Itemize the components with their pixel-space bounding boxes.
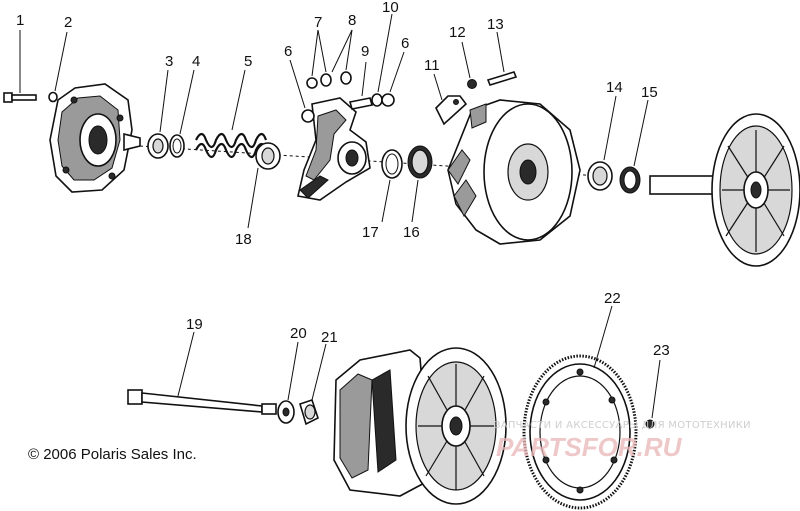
part-3-bushing bbox=[147, 69, 169, 159]
part-6-left-roller bbox=[289, 59, 315, 123]
fixed-sheave-with-shaft bbox=[649, 113, 800, 267]
part-18-roller bbox=[247, 142, 281, 229]
part-21-bushing bbox=[299, 343, 327, 426]
part-7-washers bbox=[306, 29, 332, 89]
part-2-washer bbox=[48, 31, 68, 103]
part-22-ring-gear bbox=[522, 305, 638, 510]
callout-9: 9 bbox=[361, 43, 369, 60]
callout-18: 18 bbox=[235, 231, 252, 248]
callout-20: 20 bbox=[290, 325, 307, 342]
callout-6-left: 6 bbox=[284, 43, 292, 60]
part-20-washer bbox=[277, 341, 299, 424]
part-17-ring bbox=[381, 149, 403, 223]
callout-14: 14 bbox=[606, 79, 623, 96]
callout-12: 12 bbox=[449, 24, 466, 41]
callout-4: 4 bbox=[192, 53, 200, 70]
part-23-screw bbox=[645, 359, 661, 429]
copyright-notice: © 2006 Polaris Sales Inc. bbox=[28, 446, 197, 463]
watermark: ЗАПЧАСТИ И АКСЕССУАРЫ ДЛЯ МОТОТЕХНИКИ PA… bbox=[494, 420, 751, 462]
callout-13: 13 bbox=[487, 16, 504, 33]
part-8-washers bbox=[331, 29, 353, 85]
callout-3: 3 bbox=[165, 53, 173, 70]
callout-19: 19 bbox=[186, 316, 203, 333]
part-12-nut bbox=[461, 41, 477, 89]
assembled-clutch bbox=[333, 347, 507, 505]
callout-16: 16 bbox=[403, 224, 420, 241]
callout-5: 5 bbox=[244, 53, 252, 70]
part-10-bushing bbox=[371, 13, 393, 107]
part-19-long-bolt bbox=[127, 331, 277, 415]
callout-6-right: 6 bbox=[401, 35, 409, 52]
moveable-sheave bbox=[447, 99, 581, 245]
callout-23: 23 bbox=[653, 342, 670, 359]
callout-17: 17 bbox=[362, 224, 379, 241]
part-13-pin bbox=[486, 31, 518, 86]
part-6-right-roller bbox=[381, 51, 405, 107]
clutch-cover-plate bbox=[49, 83, 141, 193]
callout-numbers: 1 2 3 4 5 6 7 8 9 10 6 11 12 13 14 15 16… bbox=[16, 0, 670, 359]
part-16-bearing bbox=[407, 145, 433, 223]
callout-2: 2 bbox=[64, 14, 72, 31]
callout-10: 10 bbox=[382, 0, 399, 16]
part-15-ring bbox=[619, 99, 649, 194]
callout-22: 22 bbox=[604, 290, 621, 307]
callout-11: 11 bbox=[424, 57, 440, 74]
watermark-brand: PARTSFOR.RU bbox=[496, 432, 683, 462]
part-5-spring bbox=[195, 69, 268, 159]
part-1-bolt bbox=[3, 30, 37, 103]
callout-1: 1 bbox=[16, 12, 24, 29]
part-4-ring bbox=[169, 69, 195, 158]
watermark-tagline: ЗАПЧАСТИ И АКСЕССУАРЫ ДЛЯ МОТОТЕХНИКИ bbox=[494, 420, 751, 431]
part-9-pin bbox=[348, 61, 374, 110]
part-11-weight bbox=[433, 73, 468, 126]
callout-8: 8 bbox=[348, 12, 356, 29]
part-14-bushing bbox=[587, 95, 617, 191]
spider-assembly bbox=[297, 97, 371, 201]
callout-21: 21 bbox=[321, 329, 338, 346]
callout-7: 7 bbox=[314, 14, 322, 31]
callout-15: 15 bbox=[641, 84, 658, 101]
